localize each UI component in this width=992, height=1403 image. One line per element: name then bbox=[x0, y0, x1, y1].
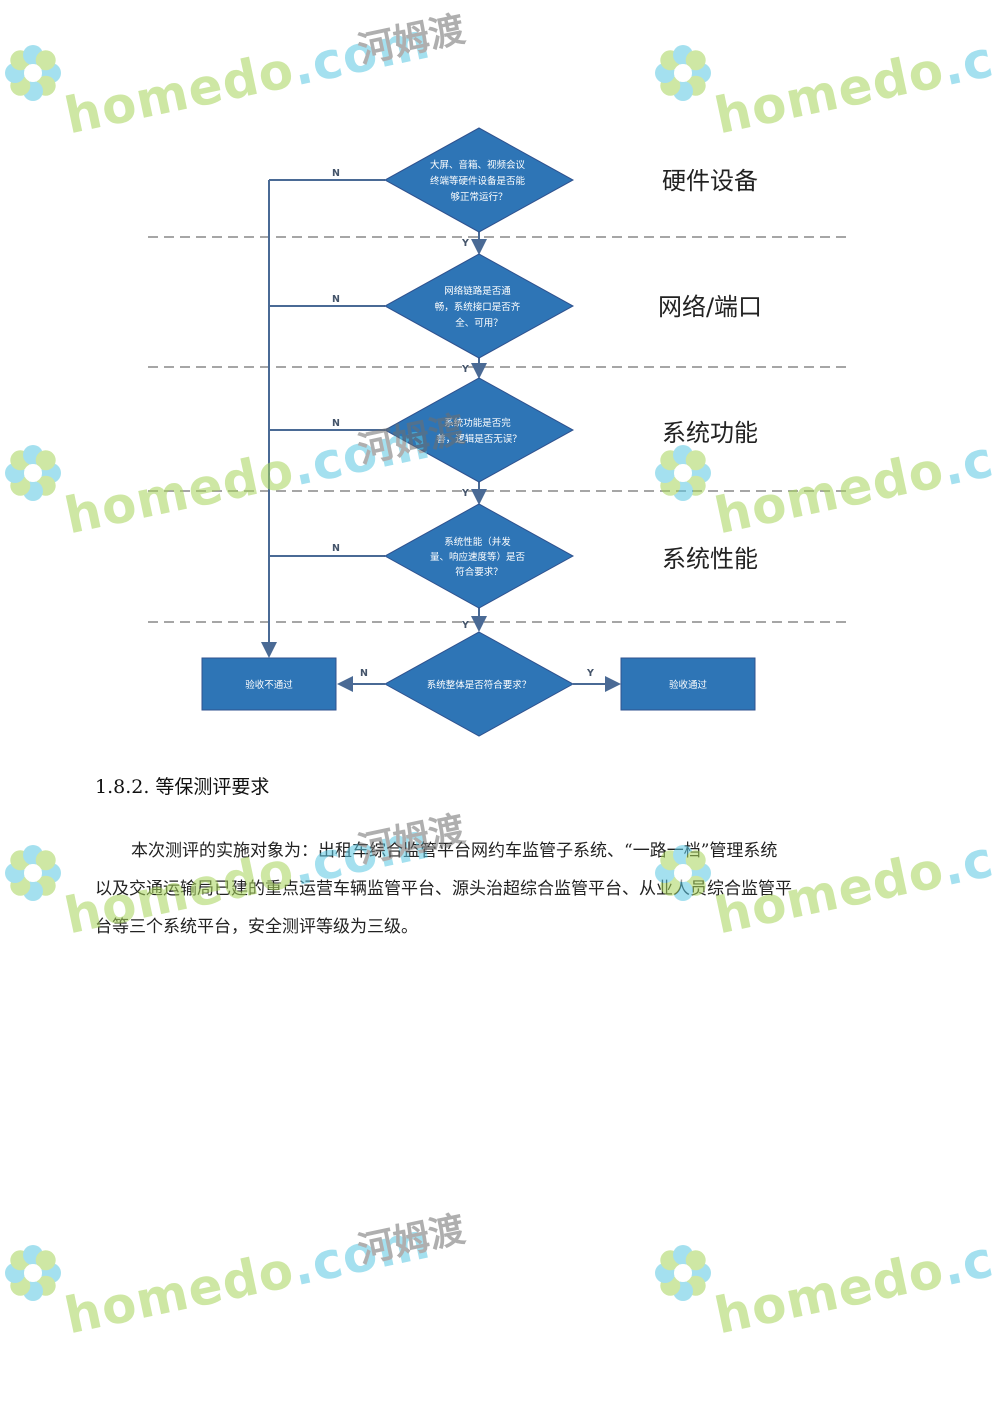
decision-text-network: 网络链路是否通 畅，系统接口是否齐 全、可用？ bbox=[435, 285, 524, 329]
no-label: N bbox=[332, 418, 340, 429]
decision-diamond-overall bbox=[383, 631, 575, 737]
no-label: N bbox=[332, 168, 340, 179]
decision-text-hardware: 大屏、音箱、视频会议 终端等硬件设备是否能 够正常运行？ bbox=[430, 159, 528, 203]
category-label-hardware: 硬件设备 bbox=[662, 167, 758, 195]
watermark-brand: homedo.com bbox=[709, 1211, 992, 1346]
paragraph-line: 本次测评的实施对象为：出租车综合监管平台网约车监管子系统、“一路一档”管理系统 bbox=[131, 841, 778, 861]
watermark-chinese: 河姆渡 bbox=[354, 1208, 469, 1272]
flower-logo-icon bbox=[5, 845, 61, 901]
category-label-function: 系统功能 bbox=[662, 419, 758, 447]
fail-result-box bbox=[201, 657, 337, 711]
decision-text-overall: 系统整体是否符合要求？ bbox=[427, 679, 532, 691]
pass-result-box bbox=[620, 657, 756, 711]
yes-label: Y bbox=[461, 620, 469, 631]
no-label: N bbox=[360, 668, 368, 679]
yes-label: Y bbox=[461, 488, 469, 499]
yes-label: Y bbox=[461, 364, 469, 375]
category-label-network: 网络/端口 bbox=[658, 293, 762, 321]
decision-text-performance: 系统性能（并发 量、响应速度等）是否 符合要求？ bbox=[430, 536, 528, 578]
yes-label: Y bbox=[586, 668, 594, 679]
paragraph-line: 台等三个系统平台，安全测评等级为三级。 bbox=[95, 917, 418, 937]
decision-diamond-function bbox=[383, 377, 575, 483]
pass-result-label: 验收通过 bbox=[669, 679, 708, 691]
no-label: N bbox=[332, 294, 340, 305]
decision-diamond-performance bbox=[383, 503, 575, 609]
no-label: N bbox=[332, 543, 340, 554]
decision-text-function: 系统功能是否完 善，逻辑是否无误？ bbox=[436, 417, 522, 445]
flower-logo-icon bbox=[655, 1245, 711, 1301]
decision-diamond-network bbox=[383, 253, 575, 359]
category-label-performance: 系统性能 bbox=[662, 545, 758, 573]
decision-diamond-hardware bbox=[383, 127, 575, 233]
yes-label: Y bbox=[461, 238, 469, 249]
section-heading: 1.8.2. 等保测评要求 bbox=[95, 776, 270, 798]
acceptance-flowchart: N N N N Y Y Y Y 大屏、音箱、视频会议 终端等硬件设备是否能 够正… bbox=[148, 127, 848, 737]
paragraph-line: 以及交通运输局已建的重点运营车辆监管平台、源头治超综合监管平台、从业人员综合监管… bbox=[95, 879, 792, 899]
fail-result-label: 验收不通过 bbox=[245, 679, 293, 691]
body-paragraph: 本次测评的实施对象为：出租车综合监管平台网约车监管子系统、“一路一档”管理系统 … bbox=[95, 832, 905, 946]
flower-logo-icon bbox=[5, 1245, 61, 1301]
watermark-brand: homedo.com bbox=[59, 1211, 436, 1346]
